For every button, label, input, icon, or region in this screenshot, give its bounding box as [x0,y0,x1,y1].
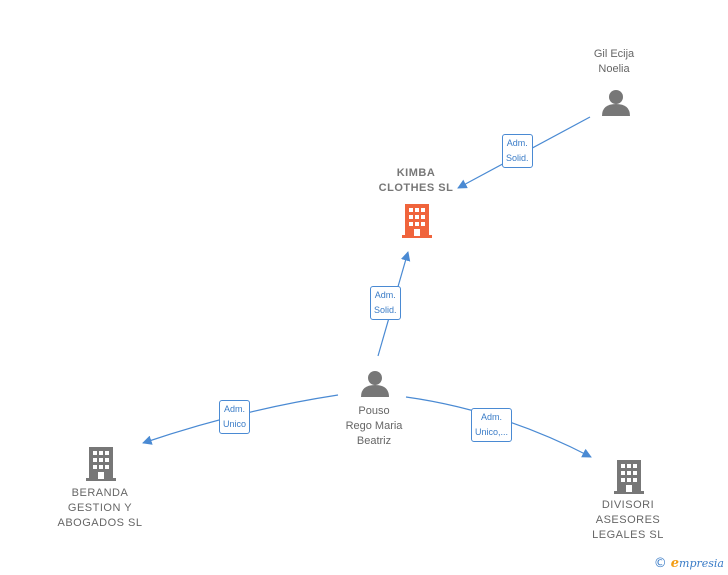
building-icon[interactable] [402,204,432,238]
building-icon[interactable] [614,460,644,494]
node-label-line: BERANDA [71,487,129,499]
node-label-divisori-asesores[interactable]: DIVISORI ASESORES LEGALES SL [592,498,664,543]
node-label-line: KIMBA [396,167,436,179]
edge-label-gil-kimba[interactable]: Adm. Solid. [502,134,533,168]
edge-label-line: Unico,... [475,427,509,437]
node-label-line: Noelia [598,63,630,75]
node-label-line: Gil Ecija [593,48,635,60]
node-label-line: Rego Maria [345,420,403,432]
edge-label-line: Unico [223,419,247,429]
brand-logo-initial: e [670,555,680,571]
node-label-beranda-gestion[interactable]: BERANDA GESTION Y ABOGADOS SL [58,486,143,531]
edge-label-line: Adm. [374,290,396,300]
node-label-line: CLOTHES SL [378,182,454,194]
edge-label-pouso-divisori[interactable]: Adm. Unico,... [471,408,513,442]
brand-logo-rest: mpresia [679,556,724,570]
brand-logo: empresia [671,556,724,571]
copyright-icon: © [653,555,667,571]
node-label-line: ASESORES [595,514,661,526]
person-icon[interactable] [361,371,389,397]
edge-label-pouso-kimba[interactable]: Adm. Solid. [370,286,401,320]
brand-footer[interactable]: © empresia [654,555,724,571]
node-label-line: Beatriz [356,435,392,447]
edge-label-pouso-beranda[interactable]: Adm. Unico [219,400,251,434]
edge-label-line: Solid. [374,305,397,315]
node-label-gil-ecija-noelia[interactable]: Gil Ecija Noelia [594,47,634,77]
node-label-line: LEGALES SL [592,529,664,541]
edge-label-line: Adm. [506,138,528,148]
edge-label-line: Adm. [224,404,246,414]
edge-label-line: Solid. [506,153,529,163]
edge-label-line: Adm. [481,412,503,422]
person-icon[interactable] [602,90,630,116]
node-label-line: Pouso [358,405,390,417]
node-label-line: ABOGADOS SL [57,517,143,529]
node-label-line: GESTION Y [67,502,133,514]
node-label-line: DIVISORI [601,499,655,511]
building-icon[interactable] [86,447,116,481]
node-label-kimba-clothes[interactable]: KIMBA CLOTHES SL [379,166,454,196]
node-label-pouso-rego[interactable]: Pouso Rego Maria Beatriz [346,404,403,449]
